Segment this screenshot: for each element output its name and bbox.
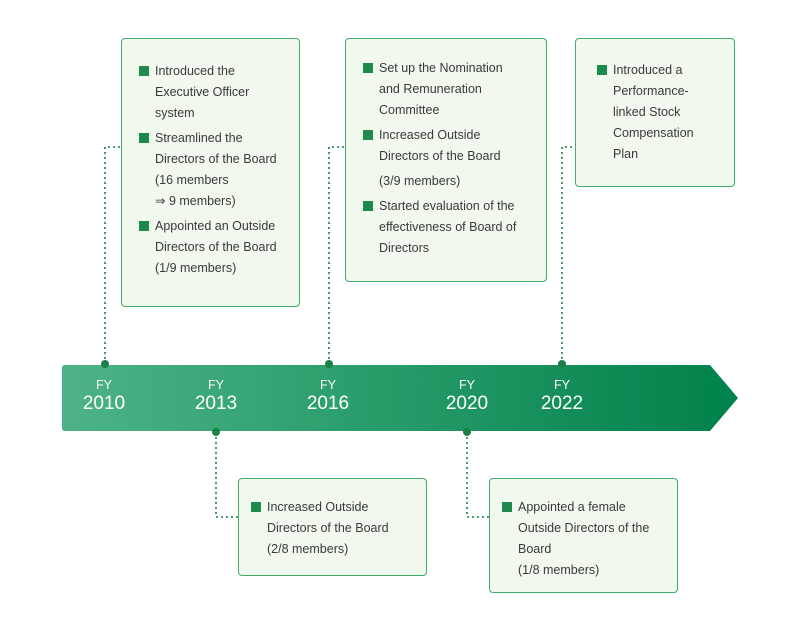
bullet-square-icon: [502, 502, 512, 512]
event-box-2020: Appointed a female Outside Directors of …: [489, 478, 678, 593]
connector-2020: [466, 432, 489, 518]
marker-dot-2016: [325, 360, 333, 368]
event-box-2013: Increased Outside Directors of the Board…: [238, 478, 427, 576]
event-box-2010: Introduced the Executive Officer system …: [121, 38, 300, 307]
bullet-square-icon: [251, 502, 261, 512]
year-label-2016: FY 2016: [293, 378, 363, 416]
connector-2016: [328, 146, 345, 364]
event-item: Started evaluation of the effectiveness …: [363, 196, 540, 259]
connector-2010: [104, 146, 121, 364]
timeline-arrow: [62, 365, 738, 431]
marker-dot-2013: [212, 428, 220, 436]
bullet-square-icon: [363, 63, 373, 73]
event-item: Set up the Nomination and Remuneration C…: [363, 58, 540, 121]
fy-label: FY: [208, 378, 224, 392]
connector-2022: [561, 146, 575, 364]
bullet-square-icon: [363, 130, 373, 140]
year-value: 2020: [445, 393, 489, 414]
year-value: 2013: [194, 393, 238, 414]
bullet-square-icon: [139, 133, 149, 143]
marker-dot-2010: [101, 360, 109, 368]
event-box-2022: Introduced a Performance- linked Stock C…: [575, 38, 735, 187]
fy-label: FY: [320, 378, 336, 392]
year-label-2020: FY 2020: [432, 378, 502, 416]
fy-label: FY: [96, 378, 112, 392]
fy-label: FY: [459, 378, 475, 392]
bullet-square-icon: [139, 66, 149, 76]
marker-dot-2020: [463, 428, 471, 436]
event-item: Increased Outside Directors of the Board…: [251, 497, 420, 560]
year-label-2013: FY 2013: [181, 378, 251, 416]
event-box-2016: Set up the Nomination and Remuneration C…: [345, 38, 547, 282]
bullet-square-icon: [597, 65, 607, 75]
marker-dot-2022: [558, 360, 566, 368]
event-item: Appointed an Outside Directors of the Bo…: [139, 216, 291, 279]
event-item: Introduced the Executive Officer system: [139, 61, 291, 124]
bullet-square-icon: [139, 221, 149, 231]
year-value: 2016: [306, 393, 350, 414]
connector-2013: [215, 432, 238, 518]
year-value: 2010: [82, 393, 126, 414]
year-label-2022: FY 2022: [527, 378, 597, 416]
fy-label: FY: [554, 378, 570, 392]
year-value: 2022: [540, 393, 584, 414]
year-label-2010: FY 2010: [69, 378, 139, 416]
event-item: Increased Outside Directors of the Board…: [363, 125, 540, 192]
event-item: Introduced a Performance- linked Stock C…: [597, 60, 728, 165]
event-item: Appointed a female Outside Directors of …: [502, 497, 671, 581]
bullet-square-icon: [363, 201, 373, 211]
event-item: Streamlined the Directors of the Board (…: [139, 128, 291, 212]
